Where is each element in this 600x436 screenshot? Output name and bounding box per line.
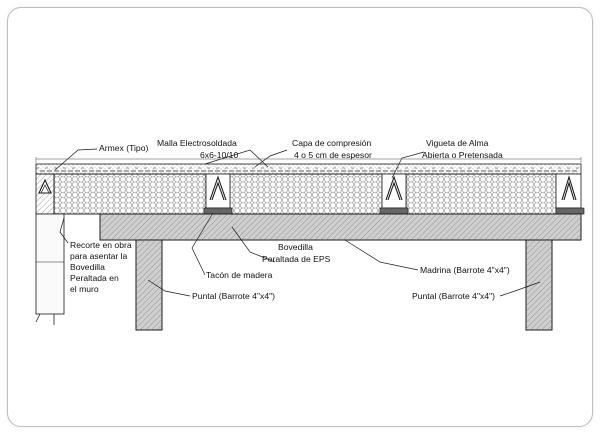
label-bovedilla-line2: Peraltada de EPS [262,254,331,264]
dimension-ticks [35,157,582,163]
label-malla-line1: Malla Electrosoldada [157,138,237,148]
leader-lines [54,148,541,297]
madrina-hatch [100,214,581,240]
label-recorte-line4: Peraltada en [70,273,119,283]
eps-blocks [53,173,557,215]
joists [35,173,585,215]
label-recorte-line5: el muro [70,284,99,294]
label-vigueta-line1: Vigueta de Alma [426,138,489,148]
label-puntal-right: Puntal (Barrote 4"x4") [412,291,495,301]
puntal-right [525,239,553,331]
label-vigueta-line2: Abierta o Pretensada [422,150,503,160]
label-armex: Armex (Tipo) [99,143,148,153]
label-madrina: Madrina (Barrote 4"x4") [420,265,510,275]
wall [35,213,65,325]
label-puntal-left: Puntal (Barrote 4"x4") [192,291,275,301]
puntal-left [135,239,163,331]
label-tacon: Tacón de madera [206,270,273,280]
label-recorte-line2: para asentar la [70,251,128,261]
label-capa-line2: 4 o 5 cm de espesor [294,150,372,160]
label-malla-line2: 6x6-10/10 [200,150,238,160]
label-capa-line1: Capa de compresión [292,138,372,148]
compression-layer [35,163,582,175]
label-bovedilla-line1: Bovedilla [278,242,313,252]
label-recorte-line3: Bovedilla [70,262,105,272]
label-recorte-line1: Recorte en obra [70,240,132,250]
